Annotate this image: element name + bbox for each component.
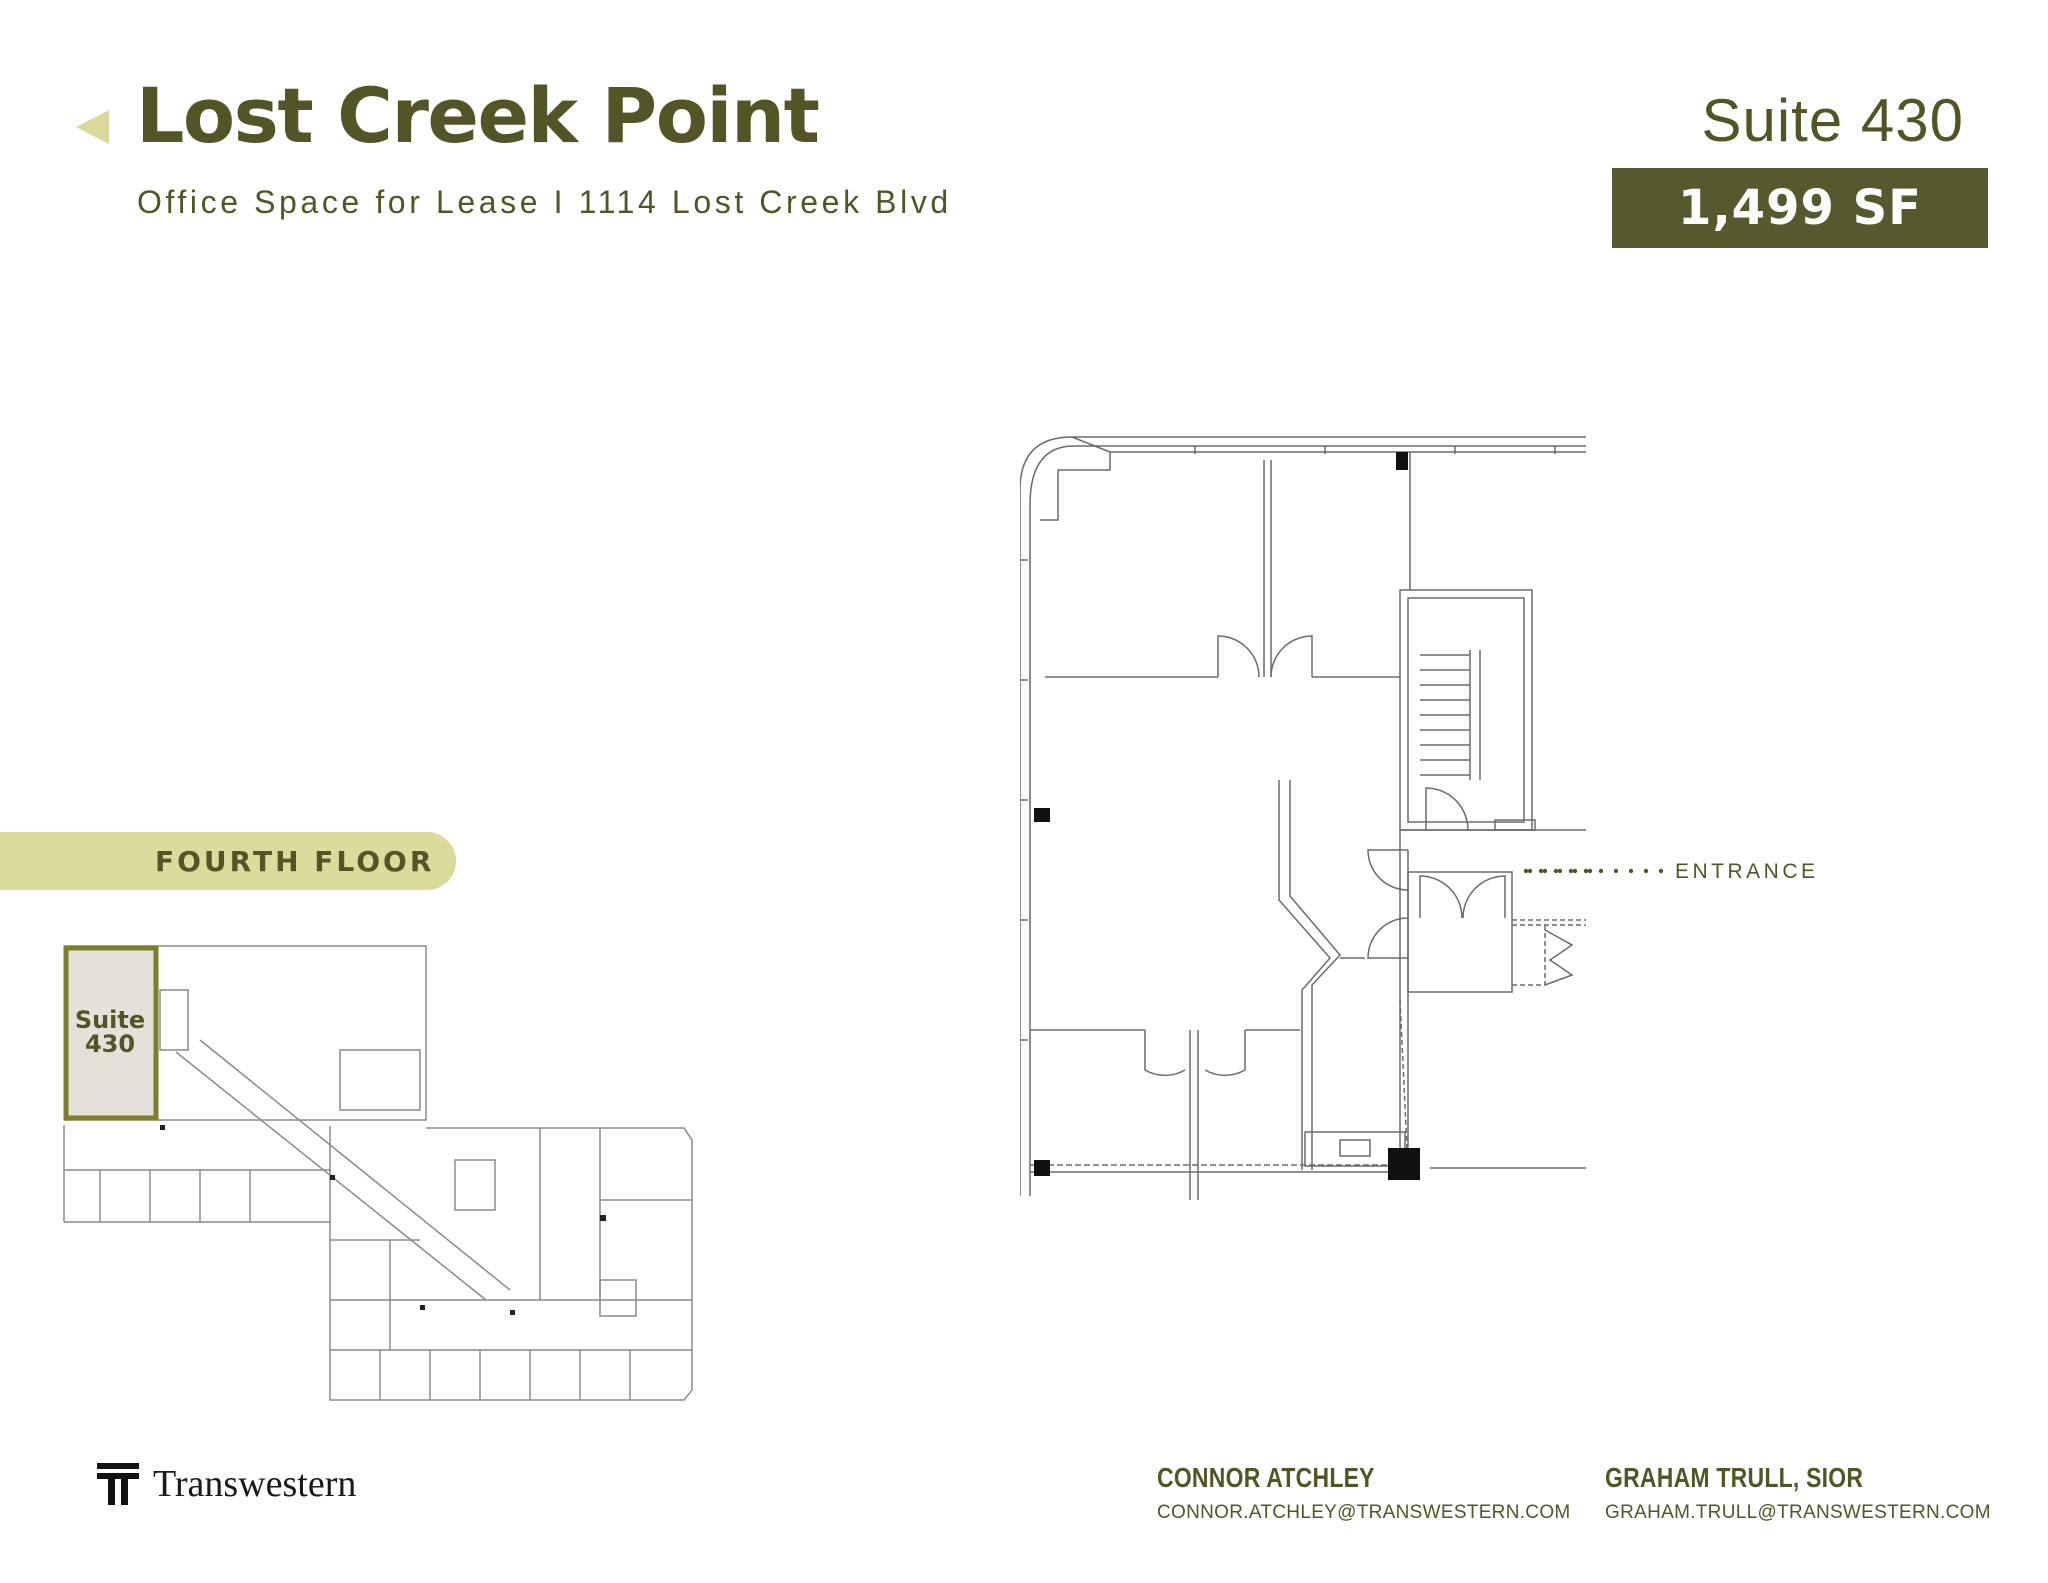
brand-name: Transwestern [153, 1463, 357, 1505]
area-badge: 1,499 SF [1612, 168, 1988, 248]
contact-1: CONNOR ATCHLEY CONNOR.ATCHLEY@TRANSWESTE… [1157, 1462, 1571, 1524]
contact-name: GRAHAM TRULL, SIOR [1605, 1462, 1864, 1493]
contact-email-link[interactable]: CONNOR.ATCHLEY@TRANSWESTERN.COM [1157, 1502, 1571, 1523]
title-arrow-icon [76, 110, 109, 144]
contact-name: CONNOR ATCHLEY [1157, 1462, 1375, 1493]
key-plan-suite-label: Suite 430 [74, 1006, 146, 1058]
transwestern-logo-icon [97, 1463, 139, 1505]
suite-floor-plan [1020, 436, 1593, 1200]
entrance-label: ENTRANCE [1675, 860, 1819, 883]
entrance-dotted-leader [1523, 868, 1664, 874]
contact-2: GRAHAM TRULL, SIOR GRAHAM.TRULL@TRANSWES… [1605, 1462, 1991, 1524]
key-plan [63, 945, 693, 1401]
suite-title: Suite 430 [1701, 87, 1964, 154]
page-title: Lost Creek Point [136, 71, 820, 160]
contact-email-link[interactable]: GRAHAM.TRULL@TRANSWESTERN.COM [1605, 1502, 1991, 1523]
page-subtitle: Office Space for Lease I 1114 Lost Creek… [137, 184, 952, 220]
floor-label-pill: FOURTH FLOOR [0, 832, 456, 890]
floor-label: FOURTH FLOOR [155, 845, 435, 878]
